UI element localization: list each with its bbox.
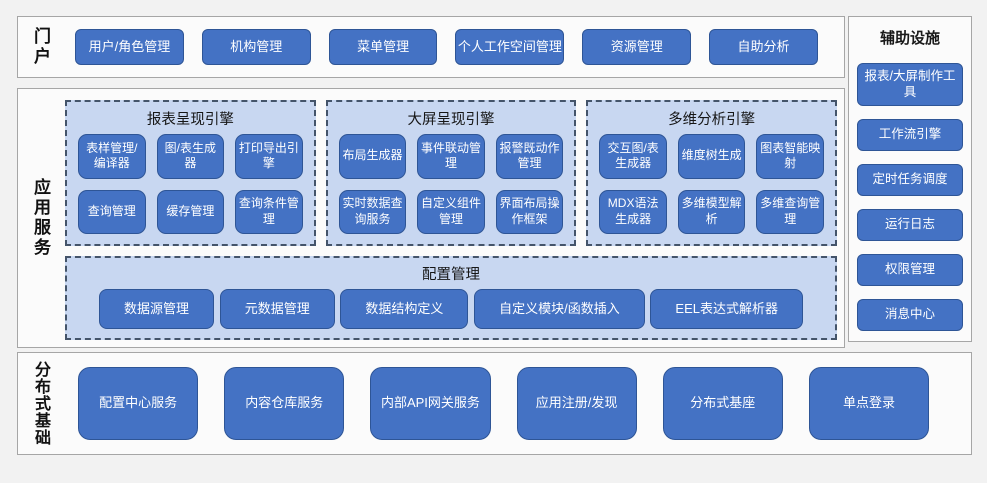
- block-scheduled-task-scheduling: 定时任务调度: [857, 163, 963, 196]
- block-realtime-data-query-service: 实时数据查询服务: [338, 189, 407, 234]
- block-data-structure-definition: 数据结构定义: [340, 289, 469, 329]
- block-custom-module-function-insert: 自定义模块/函数插入: [474, 289, 645, 329]
- block-sheet-management-compiler: 表样管理/编译器: [78, 134, 146, 179]
- block-interactive-chart-generator: 交互图/表生成器: [599, 134, 667, 179]
- block-print-export-engine: 打印导出引擎: [235, 134, 303, 179]
- block-multidim-model-parsing: 多维模型解析: [677, 189, 746, 234]
- block-single-sign-on: 单点登录: [808, 367, 930, 440]
- block-event-linkage-management: 事件联动管理: [417, 134, 485, 179]
- application-services-section: 应用服务 报表呈现引擎 表样管理/编译器 图/表生成器 打印导出引擎 查询管理 …: [17, 88, 845, 348]
- block-internal-api-gateway-service: 内部API网关服务: [370, 367, 491, 440]
- block-datasource-management: 数据源管理: [99, 289, 215, 329]
- block-chart-smart-mapping: 图表智能映射: [756, 134, 824, 179]
- auxiliary-facilities-title: 辅助设施: [879, 30, 940, 47]
- block-permission-management: 权限管理: [857, 253, 963, 286]
- block-alarm-action-management: 报警既动作管理: [495, 134, 564, 179]
- multidimensional-analysis-engine-group: 多维分析引擎 交互图/表生成器 维度树生成 图表智能映射 MDX语法生成器 多维…: [586, 100, 838, 246]
- multidim-engine-grid: 交互图/表生成器 维度树生成 图表智能映射 MDX语法生成器 多维模型解析 多维…: [599, 134, 824, 234]
- report-presentation-engine-group: 报表呈现引擎 表样管理/编译器 图/表生成器 打印导出引擎 查询管理 缓存管理 …: [65, 100, 316, 246]
- block-query-condition-management: 查询条件管理: [235, 189, 303, 234]
- block-ui-layout-operation-framework: 界面布局操作框架: [495, 189, 564, 234]
- block-query-management: 查询管理: [78, 189, 146, 234]
- portal-section-label: 门户: [31, 27, 50, 67]
- bigscreen-presentation-engine-group: 大屏呈现引擎 布局生成器 事件联动管理 报警既动作管理 实时数据查询服务 自定义…: [325, 100, 577, 246]
- block-chart-table-generator: 图/表生成器: [156, 134, 225, 179]
- config-management-title: 配置管理: [422, 267, 480, 283]
- block-eel-expression-parser: EEL表达式解析器: [650, 289, 803, 329]
- block-metadata-management: 元数据管理: [219, 289, 335, 329]
- block-report-bigscreen-authoring-tool: 报表/大屏制作工具: [857, 63, 963, 106]
- bigscreen-engine-grid: 布局生成器 事件联动管理 报警既动作管理 实时数据查询服务 自定义组件管理 界面…: [338, 134, 564, 234]
- block-content-repository-service: 内容仓库服务: [224, 367, 345, 440]
- report-engine-title: 报表呈现引擎: [146, 112, 234, 128]
- block-self-service-analysis: 自助分析: [709, 29, 818, 65]
- distributed-base-label: 分布式基础: [32, 361, 49, 446]
- config-button-row: 数据源管理 元数据管理 数据结构定义 自定义模块/函数插入 EEL表达式解析器: [85, 289, 817, 329]
- block-message-center: 消息中心: [857, 298, 963, 331]
- application-services-content: 报表呈现引擎 表样管理/编译器 图/表生成器 打印导出引擎 查询管理 缓存管理 …: [65, 89, 838, 347]
- block-menu-management: 菜单管理: [328, 29, 438, 65]
- distributed-button-row: 配置中心服务 内容仓库服务 内部API网关服务 应用注册/发现 分布式基座 单点…: [78, 367, 930, 440]
- auxiliary-facilities-section: 辅助设施 报表/大屏制作工具 工作流引擎 定时任务调度 运行日志 权限管理 消息…: [848, 16, 972, 342]
- block-multidim-query-management: 多维查询管理: [756, 189, 824, 234]
- portal-section: 门户 用户/角色管理 机构管理 菜单管理 个人工作空间管理 资源管理 自助分析: [17, 16, 845, 78]
- block-resource-management: 资源管理: [582, 29, 692, 65]
- multidim-engine-title: 多维分析引擎: [668, 112, 756, 128]
- block-workflow-engine: 工作流引擎: [857, 118, 963, 151]
- portal-button-row: 用户/角色管理 机构管理 菜单管理 个人工作空间管理 资源管理 自助分析: [75, 29, 818, 65]
- config-management-group: 配置管理 数据源管理 元数据管理 数据结构定义 自定义模块/函数插入 EEL表达…: [65, 256, 837, 340]
- block-cache-management: 缓存管理: [156, 189, 225, 234]
- block-runtime-logs: 运行日志: [857, 208, 963, 241]
- block-distributed-foundation: 分布式基座: [662, 367, 783, 440]
- block-mdx-syntax-generator: MDX语法生成器: [599, 189, 667, 234]
- distributed-base-section: 分布式基础 配置中心服务 内容仓库服务 内部API网关服务 应用注册/发现 分布…: [17, 352, 972, 455]
- application-services-label: 应用服务: [31, 178, 50, 258]
- block-organization-management: 机构管理: [201, 29, 311, 65]
- block-config-center-service: 配置中心服务: [78, 367, 199, 440]
- bigscreen-engine-title: 大屏呈现引擎: [407, 112, 495, 128]
- block-user-role-management: 用户/角色管理: [75, 29, 184, 65]
- report-engine-grid: 表样管理/编译器 图/表生成器 打印导出引擎 查询管理 缓存管理 查询条件管理: [78, 134, 303, 234]
- block-dimension-tree-generation: 维度树生成: [677, 134, 746, 179]
- block-personal-workspace-management: 个人工作空间管理: [455, 29, 565, 65]
- block-layout-generator: 布局生成器: [338, 134, 407, 179]
- engine-row: 报表呈现引擎 表样管理/编译器 图/表生成器 打印导出引擎 查询管理 缓存管理 …: [65, 100, 838, 246]
- block-custom-component-management: 自定义组件管理: [417, 189, 485, 234]
- block-app-registration-discovery: 应用注册/发现: [516, 367, 637, 440]
